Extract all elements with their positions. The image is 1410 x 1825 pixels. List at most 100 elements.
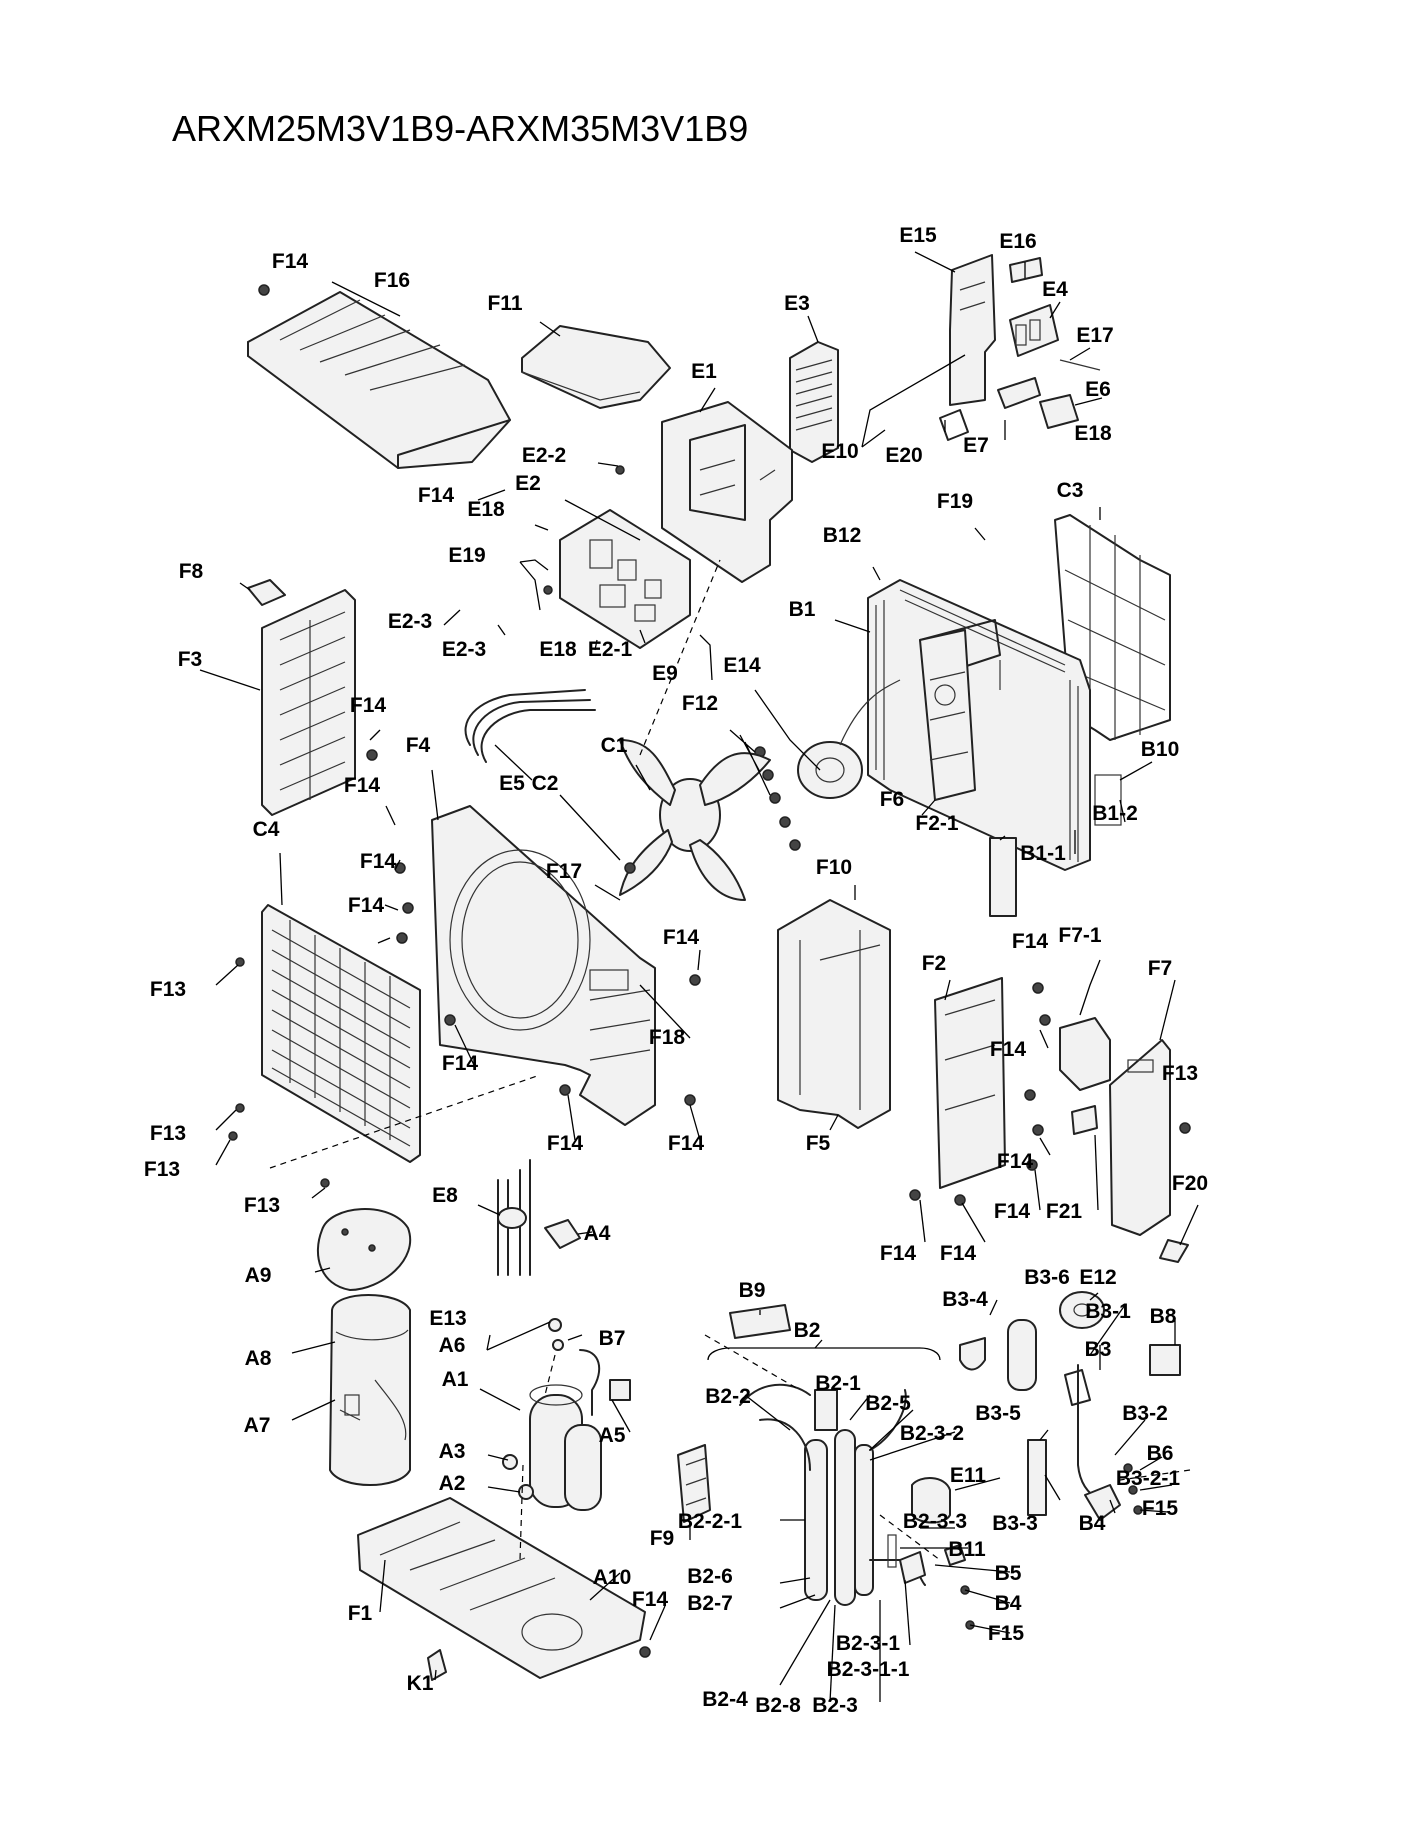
part-label-f14-n: F14 [994,1200,1031,1223]
part-label-b3-2-1: B3-2-1 [1116,1467,1181,1490]
part-label-e11: E11 [950,1464,987,1487]
side-grille-drawing [247,579,378,816]
part-label-f13-d: F13 [144,1158,180,1181]
part-label-b2-7: B2-7 [687,1592,733,1615]
part-label-e2-3-a: E2-3 [388,610,432,633]
part-label-f14-i: F14 [442,1052,479,1075]
part-label-e6: E6 [1085,378,1111,401]
part-label-c2: C2 [532,772,559,795]
part-label-c4: C4 [253,818,280,841]
partition-drawing [919,629,976,801]
part-label-f21: F21 [1046,1200,1083,1223]
part-label-e12: E12 [1079,1266,1116,1289]
part-label-b8: B8 [1150,1305,1177,1328]
part-label-e20: E20 [885,444,922,467]
part-label-e17: E17 [1076,324,1113,347]
part-label-b1-1: B1-1 [1020,842,1066,865]
part-label-b2-1: B2-1 [815,1372,861,1395]
part-label-e9: E9 [652,662,678,685]
part-label-e4: E4 [1042,278,1068,301]
part-label-e14: E14 [723,654,761,677]
part-label-f14-h: F14 [1012,930,1049,953]
part-label-a3: A3 [439,1440,466,1463]
part-label-f6: F6 [880,788,905,811]
part-label-b2-3: B2-3 [812,1694,858,1717]
part-label-b1-2: B1-2 [1092,802,1138,825]
part-label-b4-a: B4 [1079,1512,1106,1535]
part-label-b3-2: B3-2 [1122,1402,1168,1425]
part-label-b2-3-1-1: B2-3-1-1 [827,1658,910,1681]
service-valve-drawing [959,1291,1181,1521]
cover-drawing [521,325,671,409]
part-label-b3: B3 [1085,1338,1112,1361]
part-label-f14-c: F14 [350,694,387,717]
part-label-e10: E10 [821,440,858,463]
part-label-a1: A1 [442,1368,469,1391]
part-label-e2: E2 [515,472,541,495]
part-label-f8: F8 [179,560,204,583]
fan-motor-drawing [754,679,901,851]
part-label-e2-2: E2-2 [522,444,566,467]
part-label-b2-3-1: B2-3-1 [836,1632,901,1655]
base-pan-drawing [357,1444,711,1681]
part-label-b2-8: B2-8 [755,1694,801,1717]
part-label-f4: F4 [406,734,431,757]
part-label-b2-6: B2-6 [687,1565,733,1588]
part-label-a7: A7 [244,1414,271,1437]
part-label-b2-3-3: B2-3-3 [903,1510,967,1533]
part-label-f13-a: F13 [150,978,186,1001]
heat-exchanger-drawing [867,579,1122,871]
diagram-title: ARXM25M3V1B9-ARXM35M3V1B9 [172,108,749,149]
part-label-e3: E3 [784,292,810,315]
part-label-f15-b: F15 [988,1622,1025,1645]
part-label-a5: A5 [599,1424,626,1447]
part-label-b7: B7 [599,1327,626,1350]
part-label-f13-b: F13 [1162,1062,1198,1085]
part-label-f5: F5 [806,1132,831,1155]
compressor-jackets-drawing [316,1208,412,1486]
front-frame-drawing [394,805,701,1126]
part-label-e18-b: E18 [467,498,505,521]
part-label-b12: B12 [823,524,862,547]
part-label-e2-3-b: E2-3 [442,638,486,661]
part-label-b9: B9 [739,1279,766,1302]
part-label-f15-a: F15 [1142,1497,1179,1520]
part-label-f1: F1 [348,1602,373,1625]
part-label-f11: F11 [487,292,522,315]
part-label-b2-2-1: B2-2-1 [678,1510,743,1533]
top-panel-drawing [247,284,511,469]
part-label-f14-b: F14 [418,484,455,507]
part-label-f14-m: F14 [997,1150,1034,1173]
part-label-f7: F7 [1148,957,1173,980]
part-label-f13-c: F13 [150,1122,186,1145]
part-label-f14-p: F14 [940,1242,977,1265]
part-label-b3-5: B3-5 [975,1402,1021,1425]
part-label-b2: B2 [794,1319,821,1342]
part-label-f13-e: F13 [244,1194,280,1217]
part-label-b2-3-2: B2-3-2 [900,1422,964,1445]
part-label-b2-4: B2-4 [702,1688,748,1711]
switch-box-drawing [661,401,793,583]
part-label-b6: B6 [1147,1442,1174,1465]
part-label-f14-f: F14 [348,894,385,917]
part-label-b11: B11 [948,1538,986,1561]
part-label-f19: F19 [937,490,973,513]
part-label-f20: F20 [1172,1172,1208,1195]
propeller-fan-drawing [619,739,771,901]
part-label-e8: E8 [432,1184,458,1207]
part-label-a4: A4 [584,1222,611,1245]
valve-assembly-drawing [729,1304,975,1630]
part-label-f14-k: F14 [547,1132,584,1155]
part-label-e5: E5 [499,772,525,795]
part-label-f2: F2 [922,952,947,975]
leader-lines [199,251,1199,1703]
part-label-b3-1: B3-1 [1085,1300,1131,1323]
part-label-e18-c: E18 [539,638,577,661]
compressor-drawing [502,1318,631,1511]
part-label-e2-1: E2-1 [588,638,633,661]
part-label-f2-1: F2-1 [915,812,959,835]
front-grille-drawing [228,904,421,1188]
part-label-e15: E15 [899,224,937,247]
part-label-f12: F12 [682,692,718,715]
part-label-a8: A8 [245,1347,272,1370]
